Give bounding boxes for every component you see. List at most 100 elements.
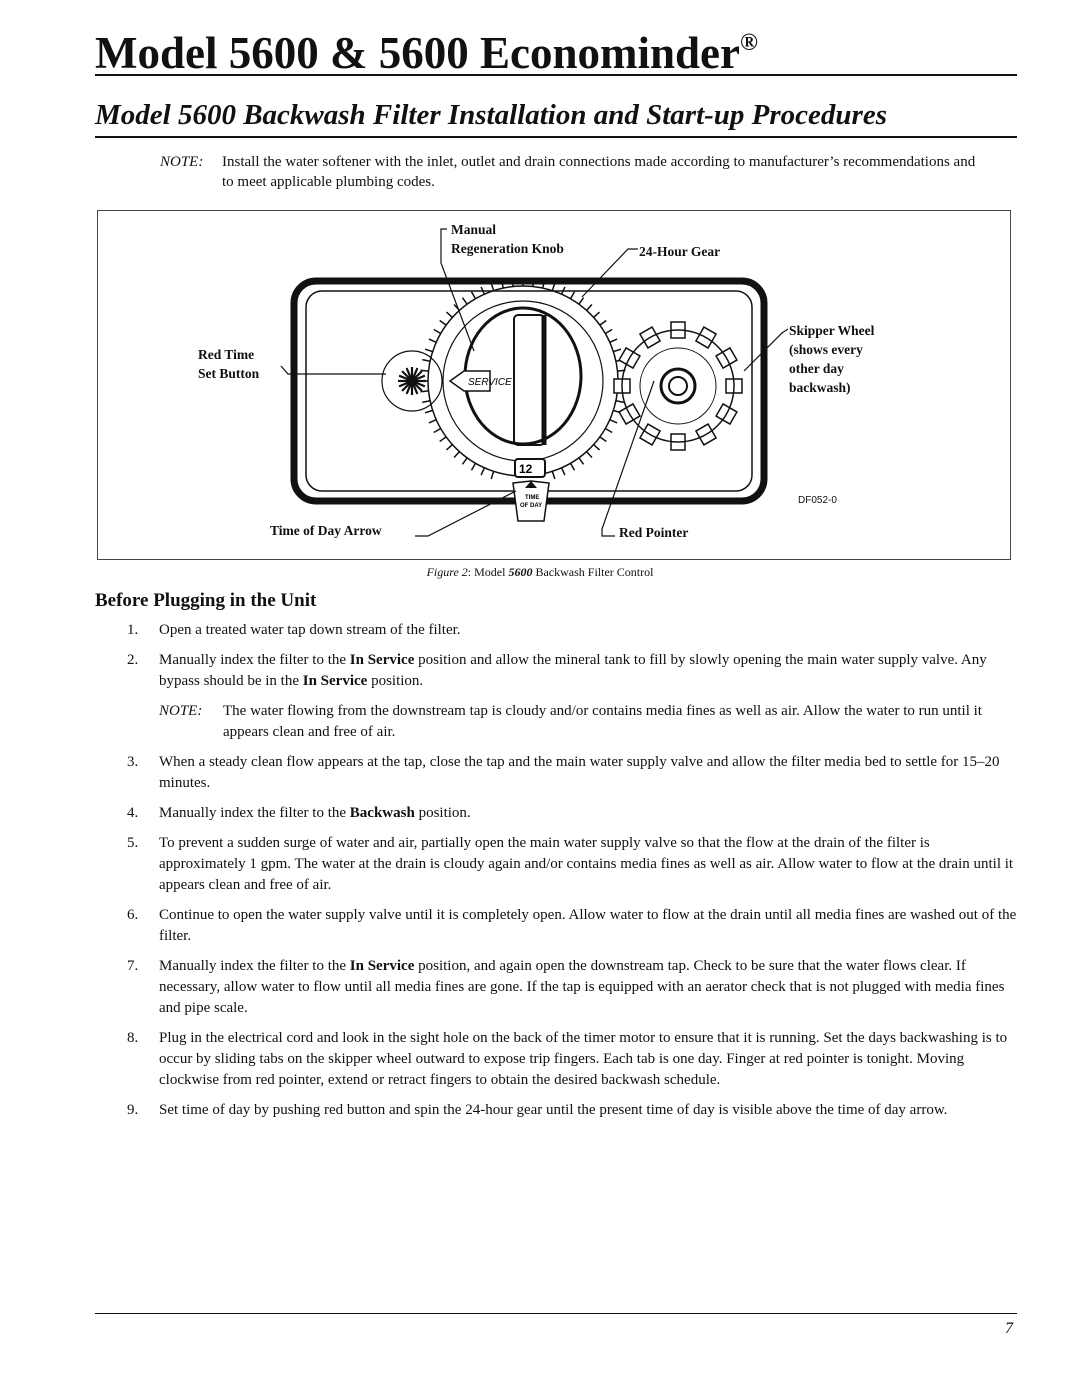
gear-leader	[581, 248, 638, 298]
service-label: SERVICE	[468, 377, 512, 388]
gear-tooth	[500, 280, 504, 289]
step-number: 2.	[127, 652, 139, 668]
gear-tooth	[490, 282, 495, 291]
step-text: Open a treated water tap down stream of …	[159, 622, 461, 638]
skipper-wheel-inner	[639, 347, 717, 425]
label-gear: 24-Hour Gear	[639, 244, 721, 259]
step-item: 2.Manually index the filter to the In Se…	[127, 650, 1017, 692]
gear-tooth	[551, 282, 556, 291]
time-arrow-icon	[525, 481, 537, 488]
step-text: To prevent a sudden surge of water and a…	[159, 835, 1014, 893]
page-title: Model 5600 & 5600 Econominder®	[95, 28, 758, 78]
gear-tooth	[615, 400, 624, 404]
step-text: position, and again open the downstream …	[159, 958, 1005, 1016]
note-text: Install the water softener with the inle…	[222, 154, 976, 190]
knob-grip	[513, 314, 545, 446]
step-text: Plug in the electrical cord and look in …	[159, 1030, 1008, 1088]
gear-tooth	[470, 291, 477, 300]
time-of-day-arrow-housing	[512, 480, 550, 522]
step-item: 3.When a steady clean flow appears at th…	[127, 752, 1017, 794]
gear-tooth	[428, 338, 437, 344]
gear-tooth	[599, 436, 607, 443]
red-pointer-leader	[601, 529, 615, 537]
gear-tooth	[428, 418, 437, 424]
gear-tooth	[560, 467, 566, 476]
gear-tooth	[480, 286, 486, 295]
section-title: Model 5600 Backwash Filter Installation …	[95, 99, 887, 131]
step-item: 7.Manually index the filter to the In Se…	[127, 956, 1017, 1019]
step-item: 1. Open a treated water tap down stream o…	[127, 620, 1017, 641]
manual-knob-leader	[440, 228, 475, 352]
gear-tooth	[532, 278, 535, 287]
red-time-leader	[280, 365, 386, 375]
gear-tooth	[420, 369, 429, 372]
time-of-day-label-2: OF DAY	[520, 503, 542, 509]
gear-tooth	[599, 319, 607, 326]
service-indicator	[448, 370, 491, 392]
gear-tooth	[461, 297, 468, 305]
gear-tooth	[609, 418, 618, 424]
gear-tooth	[433, 328, 442, 335]
step-text: When a steady clean flow appears at the …	[159, 754, 1000, 791]
step-bold-term: Backwash	[349, 805, 415, 821]
step-text: Manually index the filter to the	[159, 805, 350, 821]
gear-tooth	[439, 436, 447, 443]
gear-tooth	[551, 471, 556, 480]
gear-tooth	[420, 390, 429, 393]
step-text: Manually index the filter to the	[159, 958, 350, 974]
figure-code: DF052-0	[798, 495, 837, 506]
gear-tooth	[445, 311, 453, 318]
gear-tooth	[586, 303, 593, 311]
step-bold-term: In Service	[302, 673, 368, 689]
gear-tooth	[578, 457, 585, 465]
step-item: 8. Plug in the electrical cord and look i…	[127, 1028, 1017, 1091]
time-window	[514, 458, 546, 478]
gear-tooth	[433, 427, 442, 434]
gear-tooth	[461, 457, 468, 465]
skipper-hub-inner	[668, 376, 688, 396]
step-text: position.	[414, 805, 471, 821]
skipper-leader	[743, 328, 789, 372]
time-arrow-leader	[415, 490, 517, 537]
gear-tooth	[439, 319, 447, 326]
subtitle-rule	[95, 136, 1017, 138]
step-item: 9.Set time of day by pushing red button …	[127, 1100, 1017, 1121]
gear-tooth	[511, 278, 514, 287]
gear-tooth	[569, 462, 576, 471]
step-item: 4. Manually index the filter to the Backw…	[127, 803, 1017, 824]
gear-tooth	[424, 348, 433, 353]
step-number: 7.	[127, 958, 139, 974]
gear-tooth	[569, 291, 576, 300]
step-number: 1.	[127, 622, 139, 638]
gear-tooth	[453, 451, 460, 459]
note-label: NOTE:	[160, 154, 204, 170]
step-text: position.	[367, 673, 424, 689]
control-diagram: SERVICE 12 TIME OF DAY	[280, 228, 789, 537]
page-number: 7	[1005, 1320, 1013, 1337]
hour-gear-teeth	[420, 278, 626, 480]
gear-tooth	[604, 328, 613, 335]
gear-tooth	[422, 400, 431, 404]
red-pointer-line	[601, 380, 655, 530]
gear-tooth	[578, 297, 585, 305]
gear-tooth	[445, 444, 453, 451]
step-text: Set time of day by pushing red button an…	[159, 1102, 948, 1118]
procedure-steps: 1. Open a treated water tap down stream o…	[127, 620, 1017, 1130]
gear-tooth	[470, 462, 477, 471]
gear-tooth	[609, 338, 618, 344]
step-number: 8.	[127, 1030, 139, 1046]
step-number: 4.	[127, 805, 139, 821]
gear-tooth	[593, 311, 601, 318]
step-bold-term: In Service	[349, 652, 415, 668]
time-of-day-label-1: TIME	[525, 495, 539, 501]
step-number: 6.	[127, 907, 139, 923]
step-item: 6.Continue to open the water supply valv…	[127, 905, 1017, 947]
gear-tooth	[560, 286, 566, 295]
step-text: position and allow the mineral tank to f…	[159, 652, 987, 689]
gear-tooth	[490, 471, 495, 480]
figure-caption: Figure 2: Model 5600 Backwash Filter Con…	[426, 565, 654, 579]
section-heading: Before Plugging in the Unit	[95, 590, 317, 611]
